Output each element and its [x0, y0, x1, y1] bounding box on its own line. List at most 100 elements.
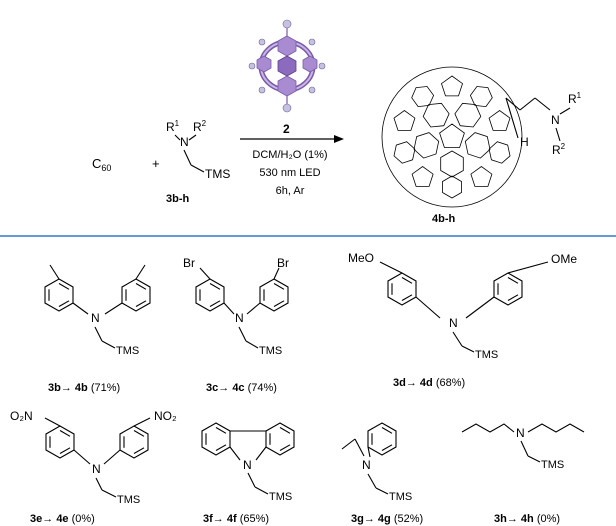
label-3h: 3h→ 4h (0%) — [494, 513, 560, 525]
label-3d: 3d→ 4d (68%) — [393, 377, 465, 389]
structure-3h: N TMS — [461, 423, 585, 471]
butyl-chain — [527, 423, 585, 433]
bond — [559, 107, 571, 115]
tms-label: TMS — [117, 494, 140, 506]
catalyst-number: 2 — [283, 122, 290, 136]
double-bond — [279, 427, 291, 434]
atom-node — [258, 38, 266, 46]
label-3g: 3g→ 4g (52%) — [351, 513, 423, 525]
structure-3f: N TMS — [201, 422, 295, 503]
structure-3c: Br Br N TMS — [183, 256, 289, 357]
cage-face — [422, 102, 450, 128]
c60-label: C60 — [92, 156, 111, 173]
double-bond — [209, 300, 221, 307]
double-bond — [381, 444, 393, 451]
tms-label: TMS — [259, 345, 282, 357]
cage-face — [454, 102, 482, 128]
n-atom: N — [362, 458, 371, 472]
structure-3d: MeO OMe N TMS — [348, 251, 577, 361]
double-bond — [58, 300, 70, 307]
cage-face — [393, 141, 416, 164]
cage-face — [440, 150, 464, 178]
product-h-atom: H — [520, 135, 529, 149]
substrate-scope: N TMS 3b→ 4b (71%) Br Br N TMS 3c→ 4c (7… — [10, 251, 585, 525]
hexagon — [302, 55, 318, 73]
atom-node — [282, 19, 292, 29]
product-r1: R1 — [568, 91, 582, 106]
n-atom: N — [449, 316, 458, 330]
tms-label: TMS — [205, 167, 230, 181]
atom-node — [308, 86, 316, 94]
cage-face — [488, 141, 511, 164]
label-3e: 3e→ 4e (0%) — [30, 513, 95, 525]
condition-time: 6h, Ar — [276, 185, 305, 197]
cage-face — [413, 132, 440, 159]
double-bond — [59, 447, 71, 454]
no2-label: NO₂ — [154, 409, 177, 423]
double-bond — [273, 283, 285, 290]
cage-face — [470, 166, 493, 187]
product-n-atom: N — [551, 113, 560, 127]
cage-face — [442, 175, 462, 199]
label-3c: 3c→ 4c (74%) — [206, 382, 277, 394]
tms-label: TMS — [475, 349, 498, 361]
atom-node — [248, 62, 256, 70]
double-bond — [215, 444, 227, 451]
cage-face — [439, 123, 465, 148]
double-bond — [215, 427, 227, 434]
cage-face — [441, 75, 463, 97]
double-bond — [279, 444, 291, 451]
hexagon — [256, 55, 272, 73]
double-bond — [59, 430, 71, 437]
tms-label: TMS — [541, 459, 564, 471]
r2-label: R2 — [193, 119, 207, 134]
n-atom: N — [180, 135, 189, 149]
benzene-ring — [44, 278, 74, 312]
double-bond — [133, 430, 145, 437]
product-r2: R2 — [552, 142, 566, 157]
atom-node — [258, 86, 266, 94]
cage-face — [469, 86, 493, 108]
double-bond — [135, 283, 147, 290]
atom-node — [318, 62, 326, 70]
tms-label: TMS — [389, 491, 412, 503]
bond — [519, 97, 536, 111]
hexagon — [277, 55, 297, 77]
condition-light: 530 nm LED — [259, 167, 320, 179]
bond — [183, 149, 192, 166]
double-bond — [135, 300, 147, 307]
double-bond — [401, 294, 413, 301]
bond — [505, 97, 521, 111]
fullerene-outline — [381, 66, 523, 208]
double-bond — [401, 277, 413, 284]
cage-face — [411, 86, 435, 108]
structure-3b: N TMS — [44, 264, 151, 357]
double-bond — [273, 300, 285, 307]
hexagon — [277, 75, 297, 97]
benzene-ring — [121, 278, 151, 312]
structure-3e: O₂N NO₂ N TMS — [10, 409, 177, 506]
structure-3g: N TMS — [341, 422, 412, 503]
amine-compound-label: 3b-h — [166, 193, 190, 205]
plus-sign: + — [152, 156, 160, 171]
butyl-chain — [461, 423, 515, 433]
aromatic-double-bonds — [48, 277, 519, 454]
n-atom: N — [92, 462, 101, 476]
cage-face — [464, 132, 491, 159]
o2n-label: O₂N — [10, 409, 33, 423]
hexagon — [277, 35, 297, 57]
br-right: Br — [277, 256, 289, 270]
label-3f: 3f→ 4f (65%) — [203, 513, 269, 525]
r1-label: R1 — [166, 119, 180, 134]
ome-label: OMe — [551, 252, 577, 266]
bond — [555, 127, 561, 142]
double-bond — [133, 447, 145, 454]
tms-label: TMS — [116, 345, 139, 357]
bond — [505, 97, 519, 139]
atom-node — [308, 38, 316, 46]
n-atom: N — [91, 311, 100, 325]
bond — [190, 164, 205, 173]
reaction-arrow: 2 DCM/H₂O (1%) 530 nm LED 6h, Ar — [240, 122, 344, 197]
br-left: Br — [183, 256, 195, 270]
